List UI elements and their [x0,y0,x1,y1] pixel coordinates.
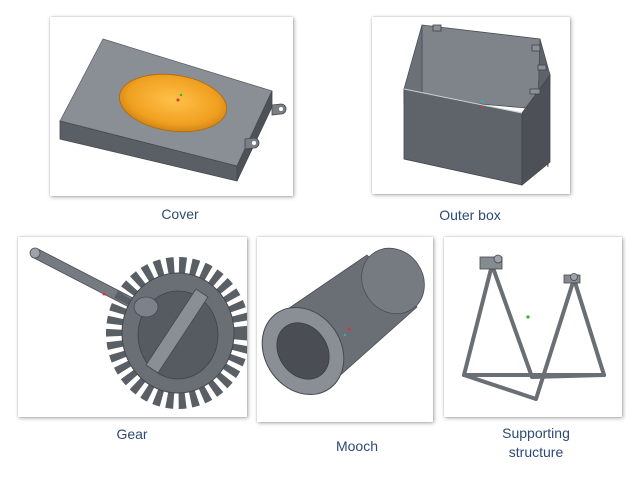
mooch-model-image [261,247,425,396]
outer-box-caption: Outer box [439,207,501,223]
outer-box-model-image [403,24,551,186]
cover-model-image [59,38,287,182]
gear-model-image [29,247,247,409]
supporting-structure-caption-line1: Supporting [502,425,570,441]
supporting-structure-model-image [462,254,606,401]
mooch-figure-panel [257,237,433,422]
supporting-structure-caption-line2: structure [508,444,564,460]
cover-caption: Cover [161,206,199,222]
gear-figure-panel [18,237,247,417]
cover-figure-panel [50,17,293,196]
supporting-structure-figure-panel [444,237,622,417]
mooch-caption: Mooch [335,438,379,454]
gear-caption: Gear [116,426,148,442]
outer-box-figure-panel [372,17,570,194]
supporting-structure-caption: Supporting structure [476,424,596,462]
